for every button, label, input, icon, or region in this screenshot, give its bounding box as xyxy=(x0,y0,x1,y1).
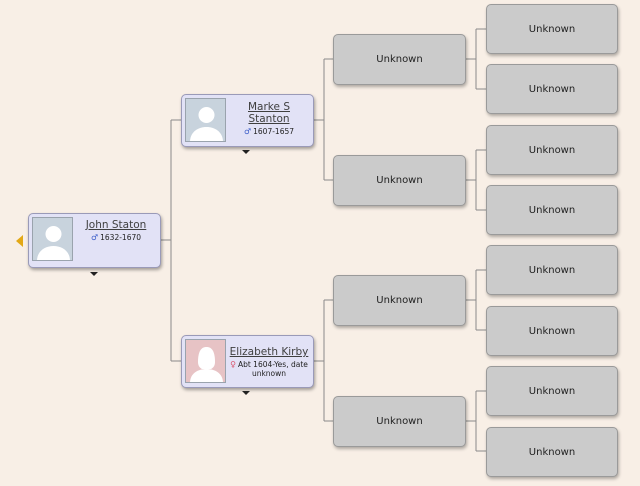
unknown-paternal-grandmother[interactable]: Unknown xyxy=(333,155,466,206)
unknown-maternal-grandmother[interactable]: Unknown xyxy=(333,396,466,447)
expand-father-chevron-down-icon[interactable] xyxy=(242,150,250,154)
person-card-root[interactable]: John Staton ♂1632-1670 xyxy=(28,213,161,268)
person-silhouette-icon xyxy=(37,226,70,260)
unknown-great-grandparent-5[interactable]: Unknown xyxy=(486,245,618,295)
person-dates-text: 1632-1670 xyxy=(100,233,142,242)
female-icon: ♀ xyxy=(230,360,236,369)
unknown-great-grandparent-2[interactable]: Unknown xyxy=(486,64,618,114)
person-name-link[interactable]: Elizabeth Kirby xyxy=(229,346,309,358)
person-silhouette-icon xyxy=(190,347,223,382)
person-dates: ♂1607-1657 xyxy=(229,127,309,136)
navigate-back-arrow-icon[interactable] xyxy=(16,235,23,247)
unknown-paternal-grandfather[interactable]: Unknown xyxy=(333,34,466,85)
person-dates: ♂1632-1670 xyxy=(76,233,156,242)
unknown-maternal-grandfather[interactable]: Unknown xyxy=(333,275,466,326)
unknown-great-grandparent-6[interactable]: Unknown xyxy=(486,306,618,356)
avatar-placeholder-male xyxy=(32,217,73,261)
avatar-placeholder-female xyxy=(185,339,226,383)
person-dates-line1: Abt 1604-Yes, date xyxy=(237,360,308,369)
unknown-great-grandparent-7[interactable]: Unknown xyxy=(486,366,618,416)
person-name-line1: Marke S xyxy=(248,101,290,113)
person-silhouette-icon xyxy=(190,107,223,141)
person-name-line2: Stanton xyxy=(248,113,290,125)
person-dates-line2: unknown xyxy=(251,369,287,378)
unknown-great-grandparent-8[interactable]: Unknown xyxy=(486,427,618,477)
unknown-great-grandparent-3[interactable]: Unknown xyxy=(486,125,618,175)
unknown-great-grandparent-1[interactable]: Unknown xyxy=(486,4,618,54)
expand-mother-chevron-down-icon[interactable] xyxy=(242,391,250,395)
avatar-placeholder-male xyxy=(185,98,226,142)
unknown-great-grandparent-4[interactable]: Unknown xyxy=(486,185,618,235)
expand-root-chevron-down-icon[interactable] xyxy=(90,272,98,276)
person-name-link[interactable]: John Staton xyxy=(85,219,147,231)
male-icon: ♂ xyxy=(90,233,99,242)
person-dates-text: 1607-1657 xyxy=(253,127,295,136)
male-icon: ♂ xyxy=(243,127,252,136)
